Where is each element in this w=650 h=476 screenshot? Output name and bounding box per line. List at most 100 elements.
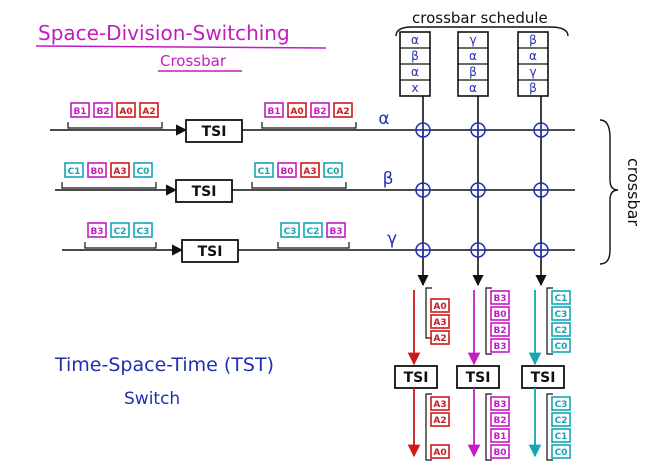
- pre-tsi-cell-box: [490, 306, 510, 321]
- tsi-output-1-label: TSI: [404, 370, 429, 386]
- diagram-subtitle: Crossbar: [160, 52, 227, 70]
- switch-label: Switch: [124, 389, 180, 409]
- output-cell-box: [303, 222, 323, 238]
- output-cell: C0: [327, 167, 340, 177]
- input-cell-box: [110, 162, 130, 178]
- pre-tsi-cell-box: [551, 306, 571, 321]
- tsi-output-2-label: TSI: [466, 370, 491, 386]
- tsi-input-1-label: TSI: [202, 124, 227, 140]
- output-cell: C3: [284, 227, 297, 237]
- post-tsi-cell: A0: [433, 448, 446, 458]
- post-tsi-cell-box: [430, 412, 450, 427]
- frame-bracket: [84, 242, 157, 249]
- post-tsi-cell-box: [551, 428, 571, 443]
- tsi-input-1: [185, 119, 243, 143]
- frame-bracket: [261, 122, 357, 129]
- output-cell: A2: [336, 107, 349, 117]
- pre-tsi-cell-box: [551, 290, 571, 305]
- schedule-slot: x: [411, 81, 418, 95]
- pre-tsi-cell-box: [490, 322, 510, 337]
- post-tsi-cell: A3: [433, 400, 446, 410]
- pre-tsi-cell: C0: [555, 342, 568, 352]
- frame-bracket: [546, 393, 553, 461]
- tsi-output-2: [456, 365, 500, 389]
- output-cell: C2: [307, 227, 320, 237]
- post-tsi-cell: B2: [493, 416, 506, 426]
- pre-tsi-cell: A0: [433, 302, 446, 312]
- pre-tsi-cell: C2: [555, 326, 568, 336]
- frame-bracket: [425, 393, 432, 461]
- input-cell: A0: [119, 107, 132, 117]
- schedule-slot: β: [529, 33, 537, 47]
- input-cell: A3: [113, 167, 126, 177]
- input-cell-box: [70, 102, 90, 118]
- input-cell-box: [139, 102, 159, 118]
- pre-tsi-cell-box: [551, 322, 571, 337]
- output-cell-box: [280, 222, 300, 238]
- input-cell-box: [133, 222, 153, 238]
- input-cell: B2: [96, 107, 109, 117]
- post-tsi-cell-box: [490, 444, 510, 459]
- schedule-slot: β: [469, 65, 477, 79]
- post-tsi-cell: B3: [493, 400, 506, 410]
- post-tsi-cell-box: [551, 396, 571, 411]
- pre-tsi-cell: C3: [555, 310, 568, 320]
- frame-bracket: [277, 242, 350, 249]
- input-cell: A2: [142, 107, 155, 117]
- post-tsi-cell-box: [490, 412, 510, 427]
- post-tsi-cell: B1: [493, 432, 506, 442]
- schedule-slot: α: [469, 49, 477, 63]
- schedule-brace: [395, 26, 569, 37]
- post-tsi-cell-box: [490, 396, 510, 411]
- output-cell-box: [287, 102, 307, 118]
- pre-tsi-cell-box: [430, 330, 450, 345]
- diagram-title: Space-Division-Switching: [38, 21, 290, 45]
- crossbar-label: crossbar: [624, 158, 643, 226]
- tsi-output-3-label: TSI: [531, 370, 556, 386]
- frame-bracket: [251, 182, 347, 189]
- post-tsi-cell: C0: [555, 448, 568, 458]
- input-cell-box: [133, 162, 153, 178]
- output-cell-box: [333, 102, 353, 118]
- tst-label: Time-Space-Time (TST): [54, 354, 274, 376]
- frame-bracket: [61, 182, 157, 189]
- pre-tsi-cell: A2: [433, 334, 446, 344]
- tsi-output-1: [394, 365, 438, 389]
- output-cell-box: [310, 102, 330, 118]
- output-cell-box: [323, 162, 343, 178]
- frame-bracket: [485, 287, 492, 355]
- post-tsi-cell: C1: [555, 432, 568, 442]
- input-cell: C1: [68, 167, 81, 177]
- tsi-input-2: [175, 179, 233, 203]
- schedule-slot: β: [411, 49, 419, 63]
- input-cell: C3: [137, 227, 150, 237]
- output-cell: A0: [290, 107, 303, 117]
- frame-bracket: [546, 287, 553, 355]
- output-cell: B3: [329, 227, 342, 237]
- tsi-input-2-label: TSI: [192, 184, 217, 200]
- input-cell-box: [87, 222, 107, 238]
- schedule-label: crossbar schedule: [412, 9, 548, 27]
- post-tsi-cell: A2: [433, 416, 446, 426]
- tsi-input-3: [181, 239, 239, 263]
- output-cell-box: [300, 162, 320, 178]
- input-cell-box: [64, 162, 84, 178]
- output-cell-box: [254, 162, 274, 178]
- pre-tsi-cell: B2: [493, 326, 506, 336]
- schedule-slot: α: [411, 65, 419, 79]
- schedule-slot: α: [469, 81, 477, 95]
- schedule-slot: γ: [469, 33, 476, 47]
- output-cell-box: [277, 162, 297, 178]
- post-tsi-cell: C2: [555, 416, 568, 426]
- pre-tsi-cell: C1: [555, 294, 568, 304]
- output-cell: B1: [267, 107, 280, 117]
- input-cell: C0: [137, 167, 150, 177]
- pre-tsi-cell-box: [490, 290, 510, 305]
- input-cell: C2: [114, 227, 127, 237]
- pre-tsi-cell-box: [551, 338, 571, 353]
- title-underline: [35, 45, 327, 49]
- row-symbol: β: [383, 169, 394, 189]
- post-tsi-cell: C3: [555, 400, 568, 410]
- schedule-slot: β: [529, 81, 537, 95]
